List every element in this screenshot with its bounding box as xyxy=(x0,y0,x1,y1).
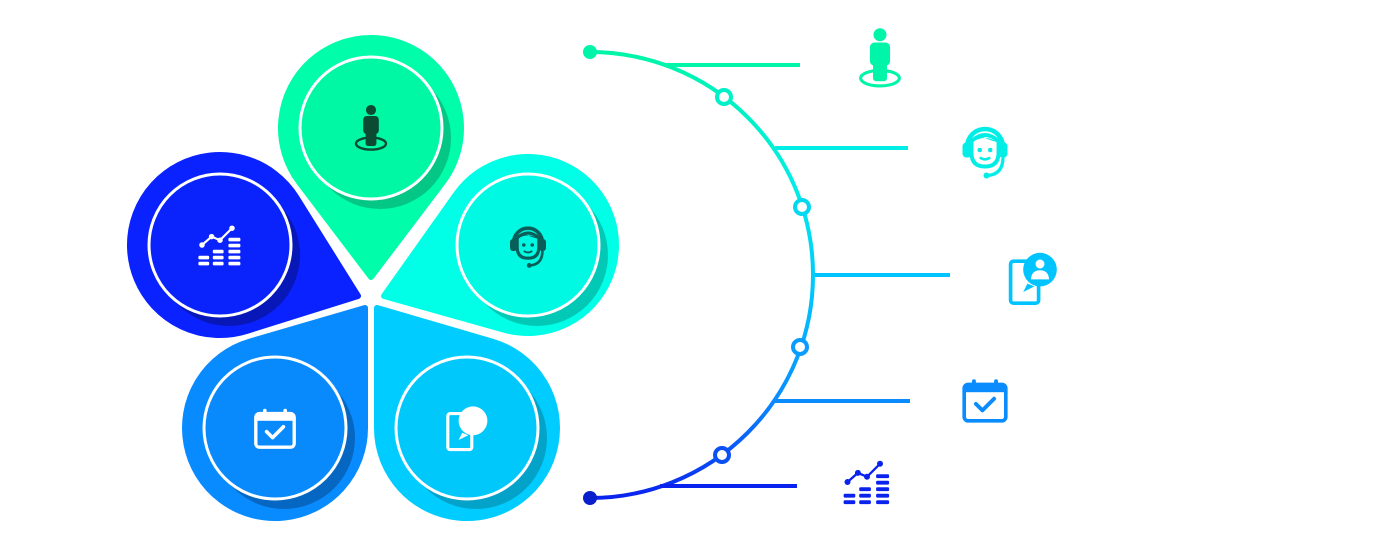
calendar-check-icon xyxy=(962,377,1008,423)
timeline-item-mobile-chat xyxy=(815,250,1059,306)
timeline-item-analytics xyxy=(660,459,891,506)
timeline-end-dot xyxy=(583,491,597,505)
petal-inner-circle xyxy=(202,355,348,501)
chart-icon xyxy=(842,459,891,506)
timeline-marker xyxy=(715,88,733,106)
headset-icon xyxy=(963,129,1008,179)
petal-flower xyxy=(127,35,619,521)
petal-schedule xyxy=(182,305,368,521)
person-icon xyxy=(859,27,901,88)
timeline-marker xyxy=(713,446,731,464)
petal-profile xyxy=(278,35,464,280)
petal-support xyxy=(381,154,619,336)
timeline-item-schedule xyxy=(775,377,1008,423)
timeline-start-dot xyxy=(583,45,597,59)
timeline-marker xyxy=(793,198,811,216)
petal-mobile-chat xyxy=(374,305,560,521)
timeline-arc xyxy=(589,50,815,500)
timeline-item-profile xyxy=(665,27,901,88)
phone-chat-icon xyxy=(1008,250,1059,306)
timeline-marker xyxy=(791,338,809,356)
petal-inner-circle xyxy=(455,172,601,318)
petal-inner-circle xyxy=(147,172,293,318)
timeline-item-support xyxy=(775,129,1008,179)
petal-analytics xyxy=(127,152,361,338)
timeline xyxy=(583,27,1059,506)
